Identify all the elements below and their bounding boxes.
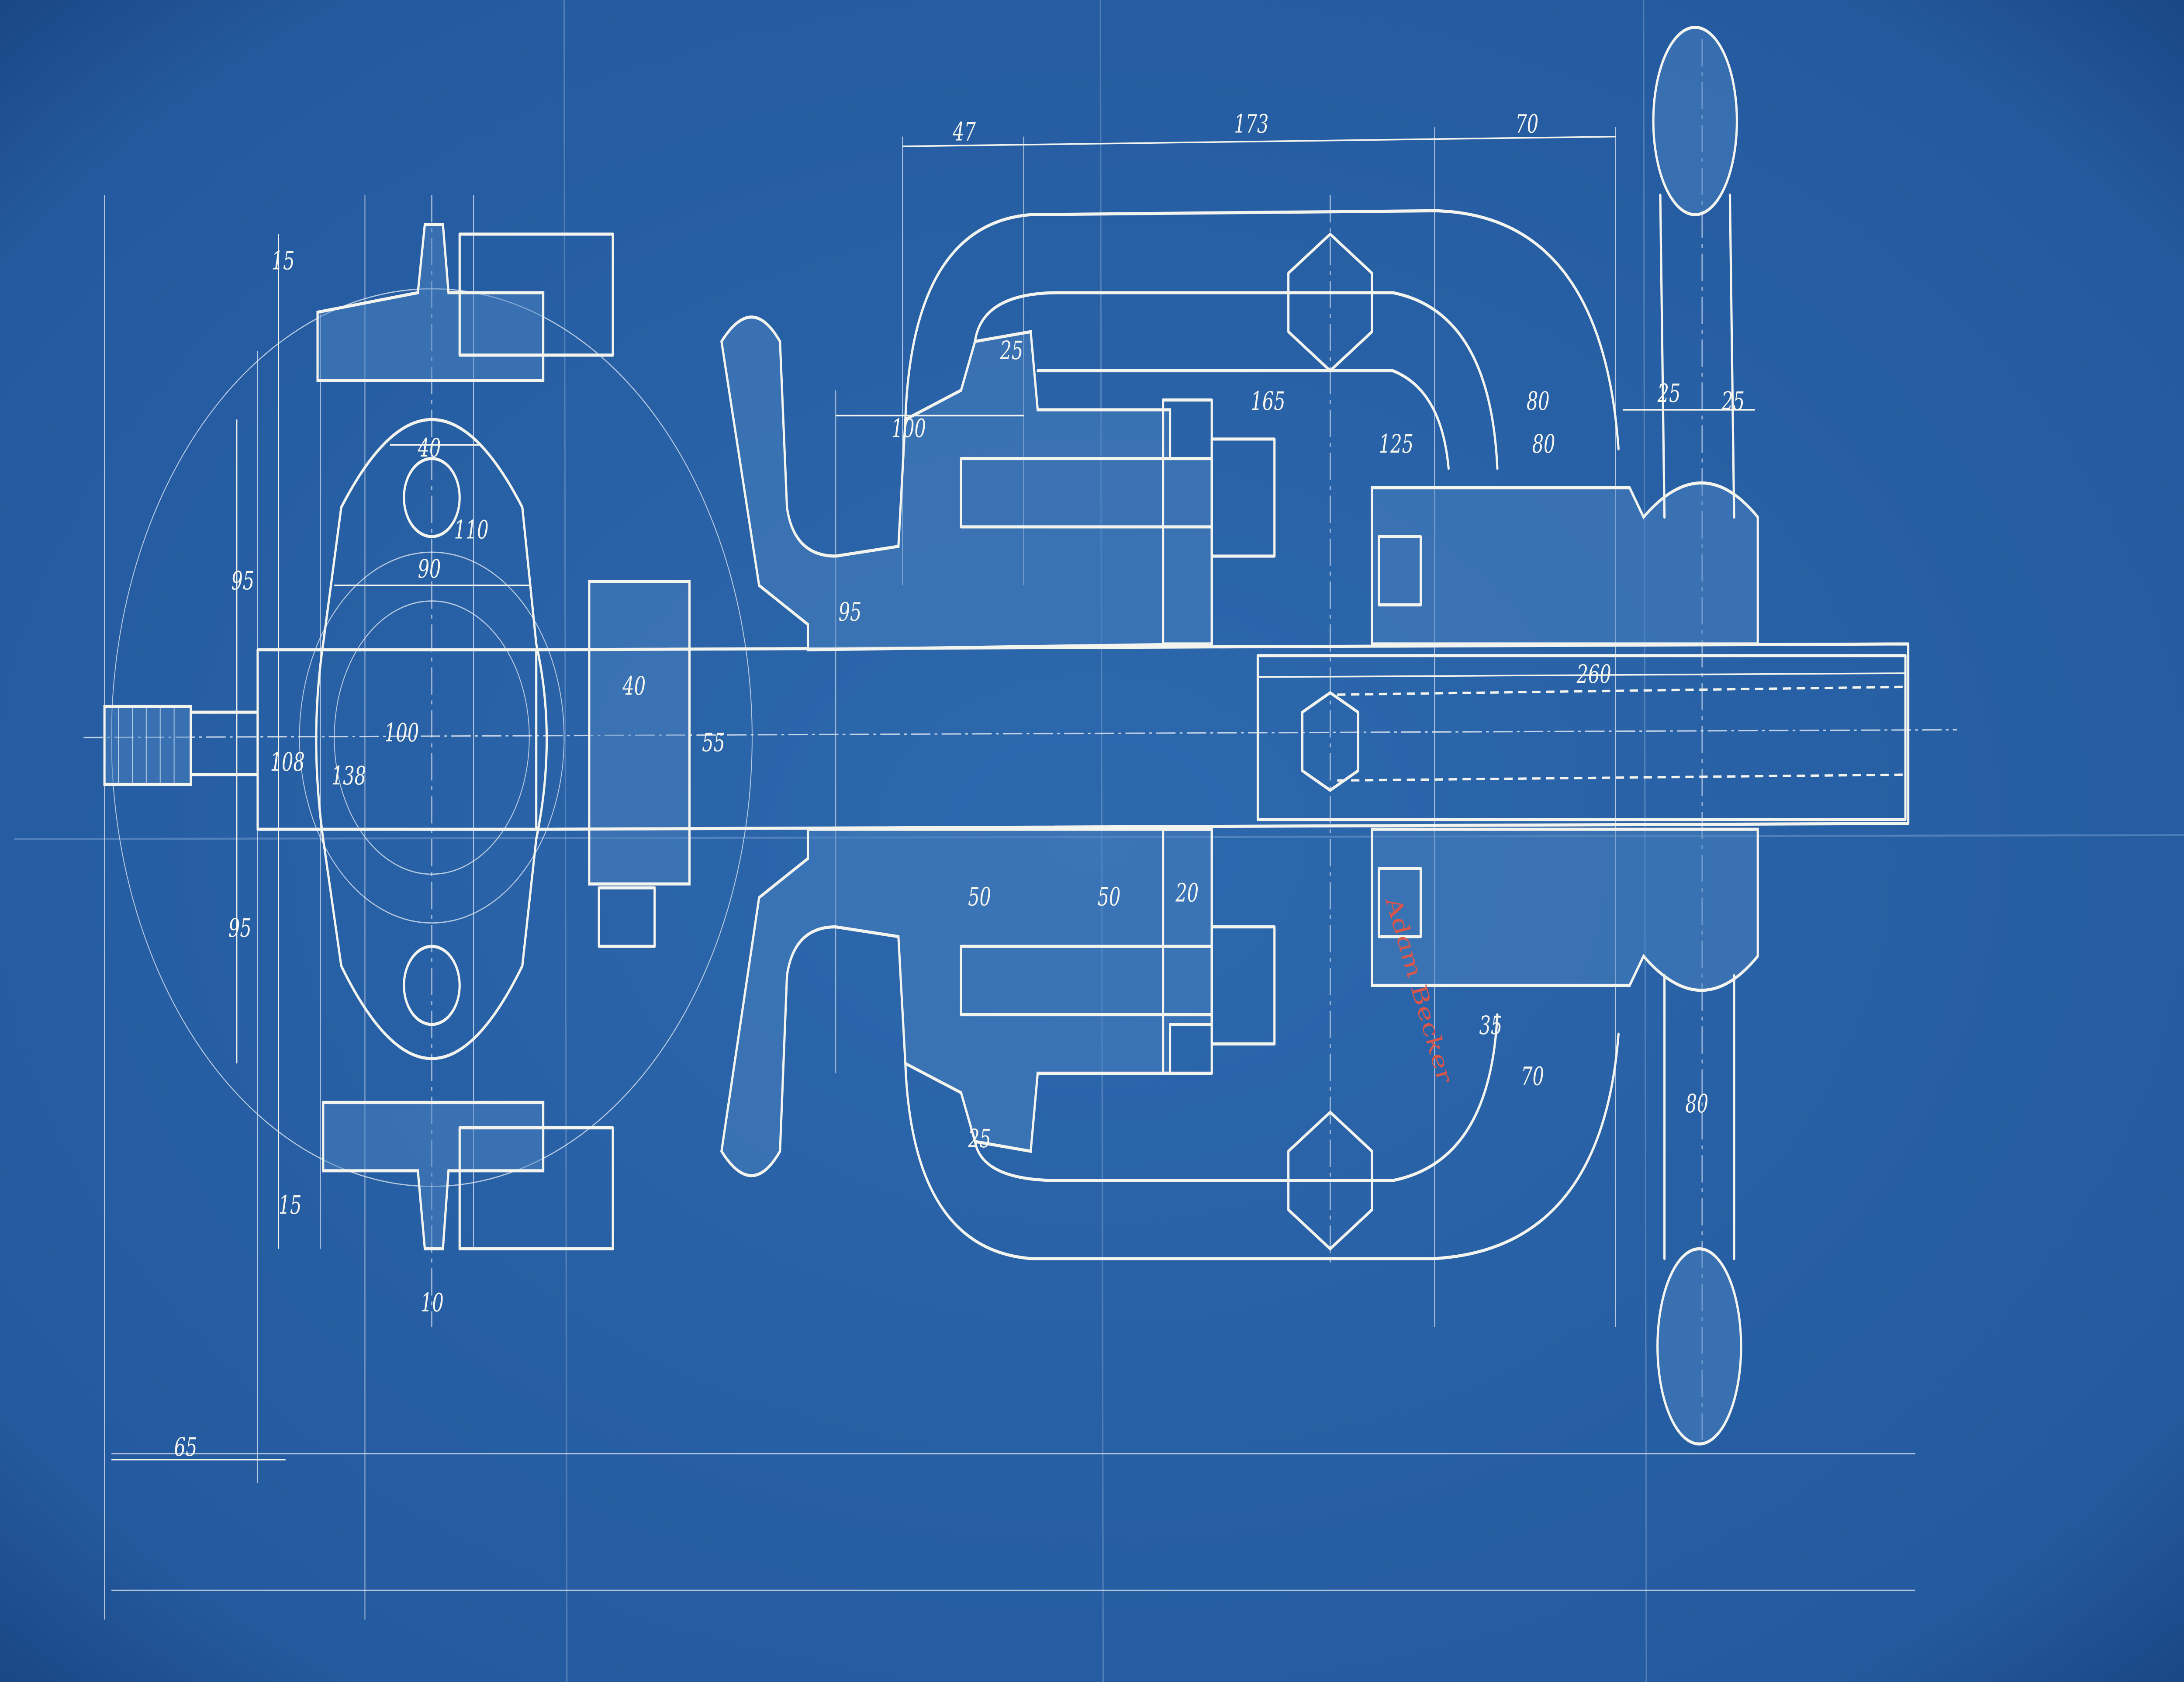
dim-label: 50	[968, 882, 991, 911]
dim-label: 47	[952, 117, 976, 146]
dim-label: 70	[1515, 109, 1538, 139]
dim-label: 260	[1576, 659, 1611, 689]
dimension-lines	[111, 135, 1906, 1461]
dim-label: 35	[1479, 1011, 1502, 1040]
dim-label: 80	[1532, 429, 1555, 459]
dim-label: 110	[454, 515, 489, 545]
dim-label: 95	[228, 913, 252, 943]
dim-label: 50	[1098, 882, 1121, 911]
dim-label: 90	[418, 554, 441, 584]
dim-label: 108	[270, 747, 305, 777]
dim-label: 65	[174, 1432, 197, 1462]
end-view	[103, 223, 753, 1251]
dim-label: 10	[421, 1287, 444, 1317]
dim-label: 15	[272, 246, 295, 275]
dim-label: 25	[1000, 336, 1023, 365]
dim-label: 165	[1251, 386, 1286, 416]
handwheel	[1652, 25, 1742, 1446]
dim-label: 100	[892, 413, 926, 443]
dim-label: 40	[418, 433, 441, 463]
bolts	[960, 232, 1373, 1251]
dim-label: 15	[279, 1190, 302, 1220]
dim-label: 138	[332, 761, 366, 790]
dim-label: 95	[231, 566, 254, 595]
dim-label: 125	[1379, 429, 1413, 459]
dim-label: 173	[1234, 109, 1268, 139]
dim-label: 25	[968, 1124, 991, 1153]
dim-label: 100	[384, 718, 419, 748]
shaft	[535, 642, 1910, 831]
dimension-labels: 47 173 70 100 165 125 80 80 25 25 260 40…	[174, 109, 1745, 1462]
frame-body	[720, 209, 1759, 1260]
dim-label: 20	[1175, 878, 1199, 907]
dim-label: 95	[839, 597, 862, 626]
dim-label: 55	[702, 727, 725, 757]
dim-label: 70	[1521, 1061, 1544, 1091]
dim-label: 80	[1527, 386, 1550, 416]
dim-label: 25	[1721, 386, 1745, 416]
dim-label: 40	[622, 671, 646, 701]
dim-label: 25	[1657, 378, 1681, 408]
dim-label: 80	[1685, 1089, 1708, 1118]
